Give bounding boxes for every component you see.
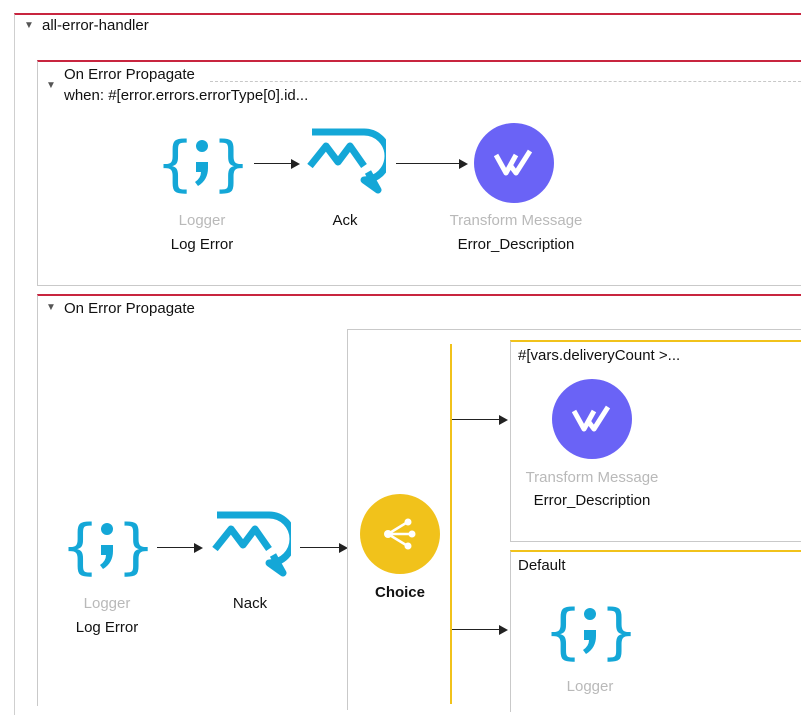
on-error-propagate-scope-1[interactable] (37, 60, 801, 286)
flow-arrow (396, 158, 468, 170)
collapse-toggle-icon[interactable]: ▼ (24, 20, 34, 31)
ack-node[interactable]: Ack (300, 122, 390, 262)
svg-text:{: { (61, 512, 99, 579)
flow-arrow (157, 542, 203, 554)
node-type-label: Transform Message (449, 212, 583, 229)
transform-message-node[interactable]: Transform Message Error_Description (516, 378, 668, 518)
svg-text:}: } (212, 129, 248, 196)
node-type-label: Logger (566, 678, 614, 695)
error-handler-scope[interactable] (14, 13, 801, 715)
logger-node[interactable]: { } Logger (540, 590, 640, 700)
logger-icon: { } (156, 129, 248, 196)
node-name-label: Ack (332, 212, 358, 229)
scope-title: On Error Propagate (64, 66, 195, 83)
when-route-scope[interactable] (510, 340, 801, 542)
svg-text:}: } (600, 597, 636, 664)
node-name-label: Error_Description (533, 492, 651, 509)
node-type-label: Logger (83, 595, 131, 612)
logger-icon: { } (61, 512, 153, 579)
logger-node[interactable]: { } Logger Log Error (152, 122, 252, 262)
transform-message-icon (552, 379, 632, 459)
logger-icon: { } (544, 597, 636, 664)
node-name-label: Log Error (170, 236, 234, 253)
flow-arrow (254, 158, 300, 170)
nack-icon (212, 511, 291, 577)
transform-message-icon (474, 123, 554, 203)
svg-text:}: } (117, 512, 153, 579)
node-name-label: Nack (232, 595, 268, 612)
node-type-label: Transform Message (525, 469, 659, 486)
default-route-label: Default (518, 557, 566, 574)
transform-message-node[interactable]: Transform Message Error_Description (440, 122, 592, 262)
svg-text:{: { (544, 597, 582, 664)
collapse-toggle-icon[interactable]: ▼ (46, 302, 56, 313)
choice-router-container[interactable] (347, 329, 801, 710)
choice-icon (360, 494, 440, 574)
node-name-label: Log Error (75, 619, 139, 636)
node-name-label: Error_Description (457, 236, 575, 253)
node-name-label: Choice (374, 584, 425, 601)
collapse-toggle-icon[interactable]: ▼ (46, 80, 56, 91)
when-expression: when: #[error.errors.errorType[0].id... (64, 87, 309, 104)
ack-icon (307, 128, 386, 194)
node-type-label: Logger (178, 212, 226, 229)
scope-title: On Error Propagate (64, 300, 195, 317)
scope-header-divider (210, 81, 801, 82)
on-error-propagate-scope-2[interactable] (37, 294, 801, 706)
logger-node[interactable]: { } Logger Log Error (57, 505, 157, 645)
route-arrow (452, 624, 508, 636)
choice-route-bar (450, 344, 452, 704)
handler-title: all-error-handler (42, 17, 149, 34)
route-arrow (452, 414, 508, 426)
route-expression: #[vars.deliveryCount >... (518, 347, 681, 364)
svg-text:{: { (156, 129, 194, 196)
choice-node[interactable]: Choice (355, 494, 445, 614)
nack-node[interactable]: Nack (205, 505, 295, 645)
flow-arrow (300, 542, 348, 554)
default-route-scope[interactable] (510, 550, 801, 712)
